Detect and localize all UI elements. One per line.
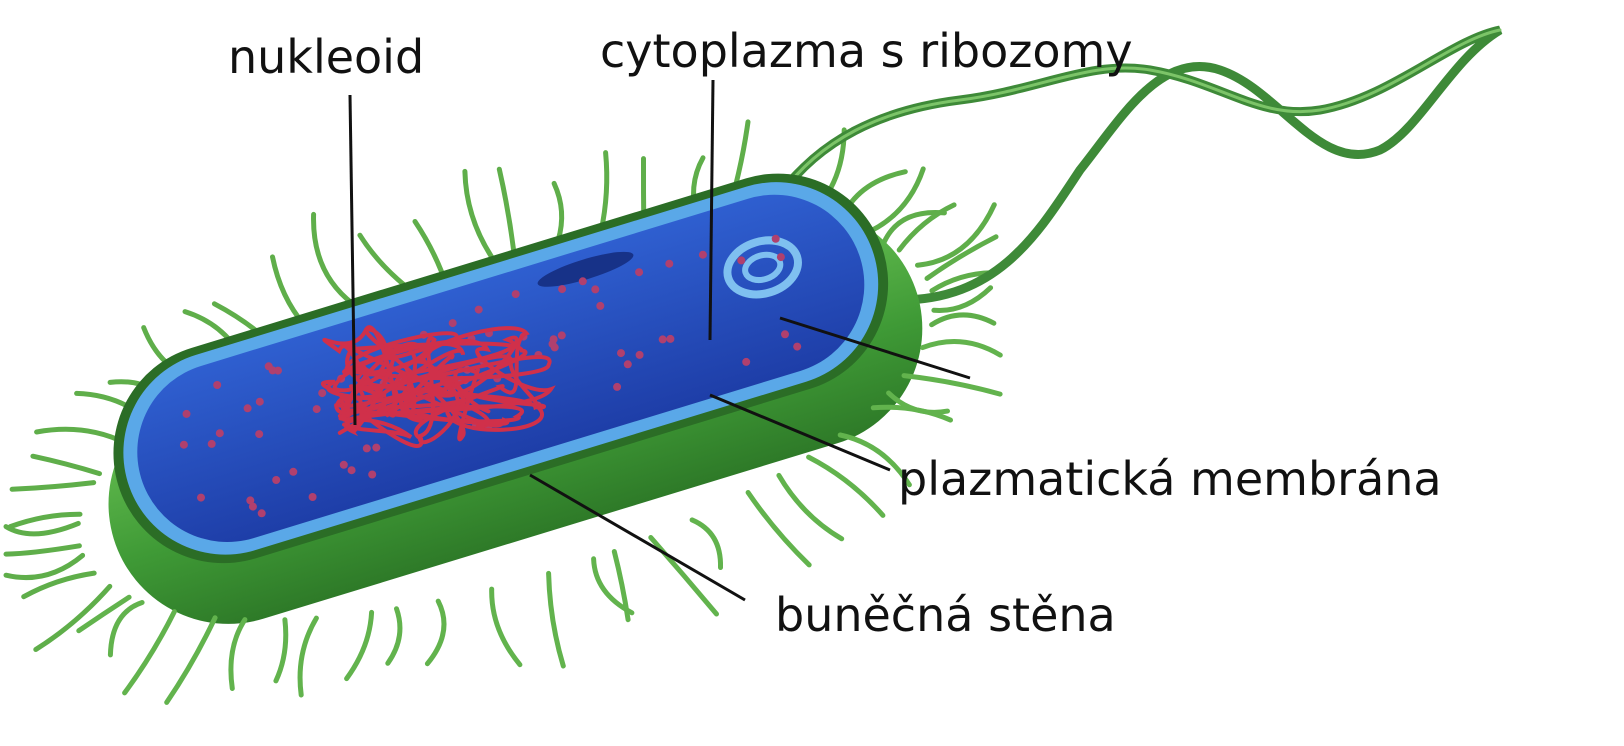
pilus — [809, 457, 883, 515]
ribosome — [617, 349, 625, 357]
pilus — [427, 601, 444, 664]
ribosome — [197, 494, 205, 502]
pilus — [12, 483, 94, 490]
ribosome — [777, 253, 785, 261]
label-cytoplasm: cytoplazma s ribozomy — [600, 28, 1133, 74]
label-cell-wall: buněčná stěna — [775, 592, 1116, 638]
pilus — [6, 546, 79, 554]
label-plasma-membrane: plazmatická membrána — [898, 456, 1442, 502]
pilus — [779, 475, 842, 538]
pilus — [651, 538, 717, 615]
pilus — [923, 342, 1001, 356]
pilus — [347, 612, 372, 678]
pilus — [864, 169, 923, 234]
ribosome — [591, 285, 599, 293]
ribosome — [636, 351, 644, 359]
ribosome — [265, 362, 273, 370]
pilus — [231, 620, 245, 689]
pilus — [110, 603, 142, 655]
ribosome — [699, 251, 707, 259]
ribosome — [208, 440, 216, 448]
ribosome — [258, 509, 266, 517]
pilus — [499, 169, 513, 251]
ribosome — [475, 306, 483, 314]
pilus — [37, 429, 126, 443]
ribosome — [348, 466, 356, 474]
ribosome — [449, 319, 457, 327]
label-nucleoid: nukleoid — [228, 34, 424, 80]
pilus — [6, 555, 83, 577]
ribosome — [665, 260, 673, 268]
pilus — [465, 171, 492, 256]
ribosome — [666, 335, 674, 343]
pilus — [314, 214, 354, 304]
ribosome — [256, 398, 264, 406]
pilus — [300, 618, 316, 695]
ribosome — [772, 235, 780, 243]
ribosome — [368, 471, 376, 479]
ribosome — [272, 476, 280, 484]
ribosome — [363, 444, 371, 452]
ribosome — [289, 468, 297, 476]
pilus — [492, 589, 520, 665]
ribosome — [613, 383, 621, 391]
pilus — [360, 235, 404, 284]
ribosome — [313, 405, 321, 413]
pilus — [904, 376, 1000, 395]
ribosome — [558, 331, 566, 339]
ribosome — [793, 343, 801, 351]
ribosome — [512, 290, 520, 298]
pilus — [415, 222, 442, 272]
ribosome — [180, 441, 188, 449]
ribosome — [255, 430, 263, 438]
ribosome — [624, 360, 632, 368]
pilus — [388, 609, 400, 664]
ribosome — [635, 268, 643, 276]
ribosome — [596, 302, 604, 310]
ribosome — [551, 343, 559, 351]
ribosome — [742, 358, 750, 366]
ribosome — [659, 335, 667, 343]
pilus — [601, 153, 607, 232]
pilus — [692, 520, 720, 568]
ribosome — [249, 503, 257, 511]
ribosome — [216, 429, 224, 437]
ribosome — [781, 330, 789, 338]
pilus — [276, 620, 286, 681]
pilus — [554, 183, 562, 240]
pilus — [33, 456, 100, 473]
ribosome — [372, 444, 380, 452]
ribosome — [213, 381, 221, 389]
pilus — [125, 612, 175, 693]
pilus — [549, 573, 564, 666]
ribosome — [737, 256, 745, 264]
pilus — [167, 618, 215, 703]
ribosome — [309, 493, 317, 501]
pilus — [932, 315, 994, 325]
ribosome — [318, 389, 326, 397]
ribosome — [340, 461, 348, 469]
ribosome — [558, 285, 566, 293]
ribosome — [579, 277, 587, 285]
ribosome — [183, 410, 191, 418]
ribosome — [244, 404, 252, 412]
